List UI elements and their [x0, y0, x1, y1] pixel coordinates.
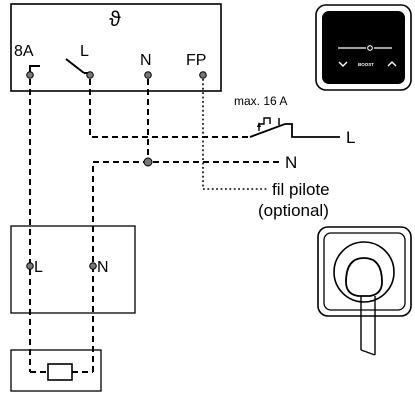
junction-box-frame: [10, 225, 136, 314]
dashed-wires: [29, 79, 283, 373]
terminal-label-8a: 8A: [14, 43, 34, 60]
line-label: L: [346, 128, 355, 147]
relay-contact-8a: [29, 65, 40, 73]
control-panel: BOOST: [315, 4, 412, 91]
thermostat-unit: ϑ 8A L N FP: [10, 3, 222, 92]
plug-head: [345, 257, 383, 297]
junction-label-l: L: [34, 259, 43, 276]
wire-line-supply: [285, 123, 340, 138]
thermostat-box: [10, 3, 222, 92]
neutral-junction: [143, 157, 153, 167]
terminal-fp: [199, 71, 207, 79]
boost-button[interactable]: BOOST: [358, 62, 374, 67]
socket-plate-outer: [317, 226, 412, 317]
resistor-icon: [47, 363, 73, 381]
junction-terminal-n: [89, 262, 97, 270]
junction-terminal-l: [26, 262, 34, 270]
power-indicator-icon: [367, 45, 373, 51]
pilot-label-line1: fil pilote: [272, 180, 330, 199]
thermostat-symbol: ϑ: [109, 8, 121, 31]
socket-ring: [333, 241, 395, 303]
neutral-label: N: [285, 153, 297, 172]
terminal-label-l: L: [80, 43, 89, 60]
breaker-arm: [249, 123, 286, 138]
terminal-label-fp: FP: [186, 52, 206, 69]
chevron-down-icon[interactable]: [338, 61, 348, 67]
wire-pilot: [202, 79, 268, 190]
terminal-l: [86, 71, 94, 79]
heater-element: [10, 349, 102, 392]
circuit-breaker: max. 16 A L: [234, 94, 355, 147]
wall-socket: [317, 226, 412, 356]
socket-plate-inner: [323, 232, 406, 311]
pilot-label-line2: (optional): [258, 201, 329, 220]
chevron-up-icon[interactable]: [387, 61, 397, 67]
terminal-8a: [26, 71, 34, 79]
wire-neutral: [92, 161, 283, 372]
wire-l-to-breaker: [89, 79, 250, 138]
thermal-trip-icon: [258, 117, 271, 131]
trip-arrow-icon: [257, 122, 261, 127]
junction-label-n: N: [97, 259, 109, 276]
relay-switch-arm: [65, 58, 85, 74]
heater-box: [10, 349, 102, 392]
plug-cable-end: [360, 349, 376, 356]
terminal-label-n: N: [140, 52, 152, 69]
terminal-n: [144, 71, 152, 79]
junction-box: L N: [10, 225, 136, 314]
breaker-rating-label: max. 16 A: [234, 94, 287, 108]
